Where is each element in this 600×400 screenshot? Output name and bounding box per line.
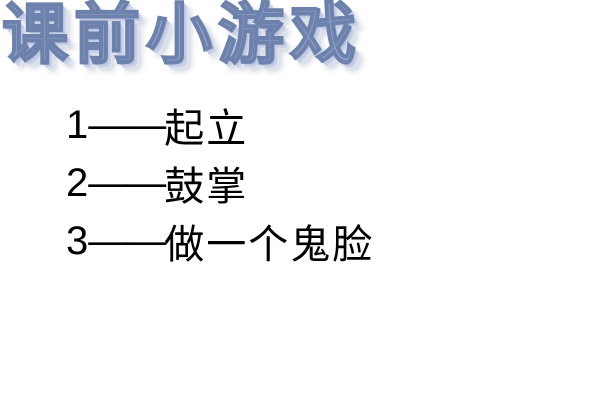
list-item: 1 —— 起立 — [66, 96, 374, 154]
slide-title: 课前小游戏 — [1, 0, 362, 73]
item-dash: —— — [88, 218, 166, 263]
game-list: 1 —— 起立 2 —— 鼓掌 3 —— 做一个鬼脸 — [66, 96, 374, 270]
item-number: 3 — [66, 218, 89, 263]
item-number: 1 — [66, 102, 89, 147]
item-text: 鼓掌 — [164, 164, 249, 210]
item-text: 起立 — [164, 106, 249, 152]
list-item: 3 —— 做一个鬼脸 — [66, 212, 374, 270]
item-dash: —— — [88, 160, 166, 205]
list-item: 2 —— 鼓掌 — [66, 154, 374, 212]
item-dash: —— — [88, 102, 166, 147]
item-number: 2 — [66, 160, 89, 205]
item-text: 做一个鬼脸 — [164, 222, 375, 268]
